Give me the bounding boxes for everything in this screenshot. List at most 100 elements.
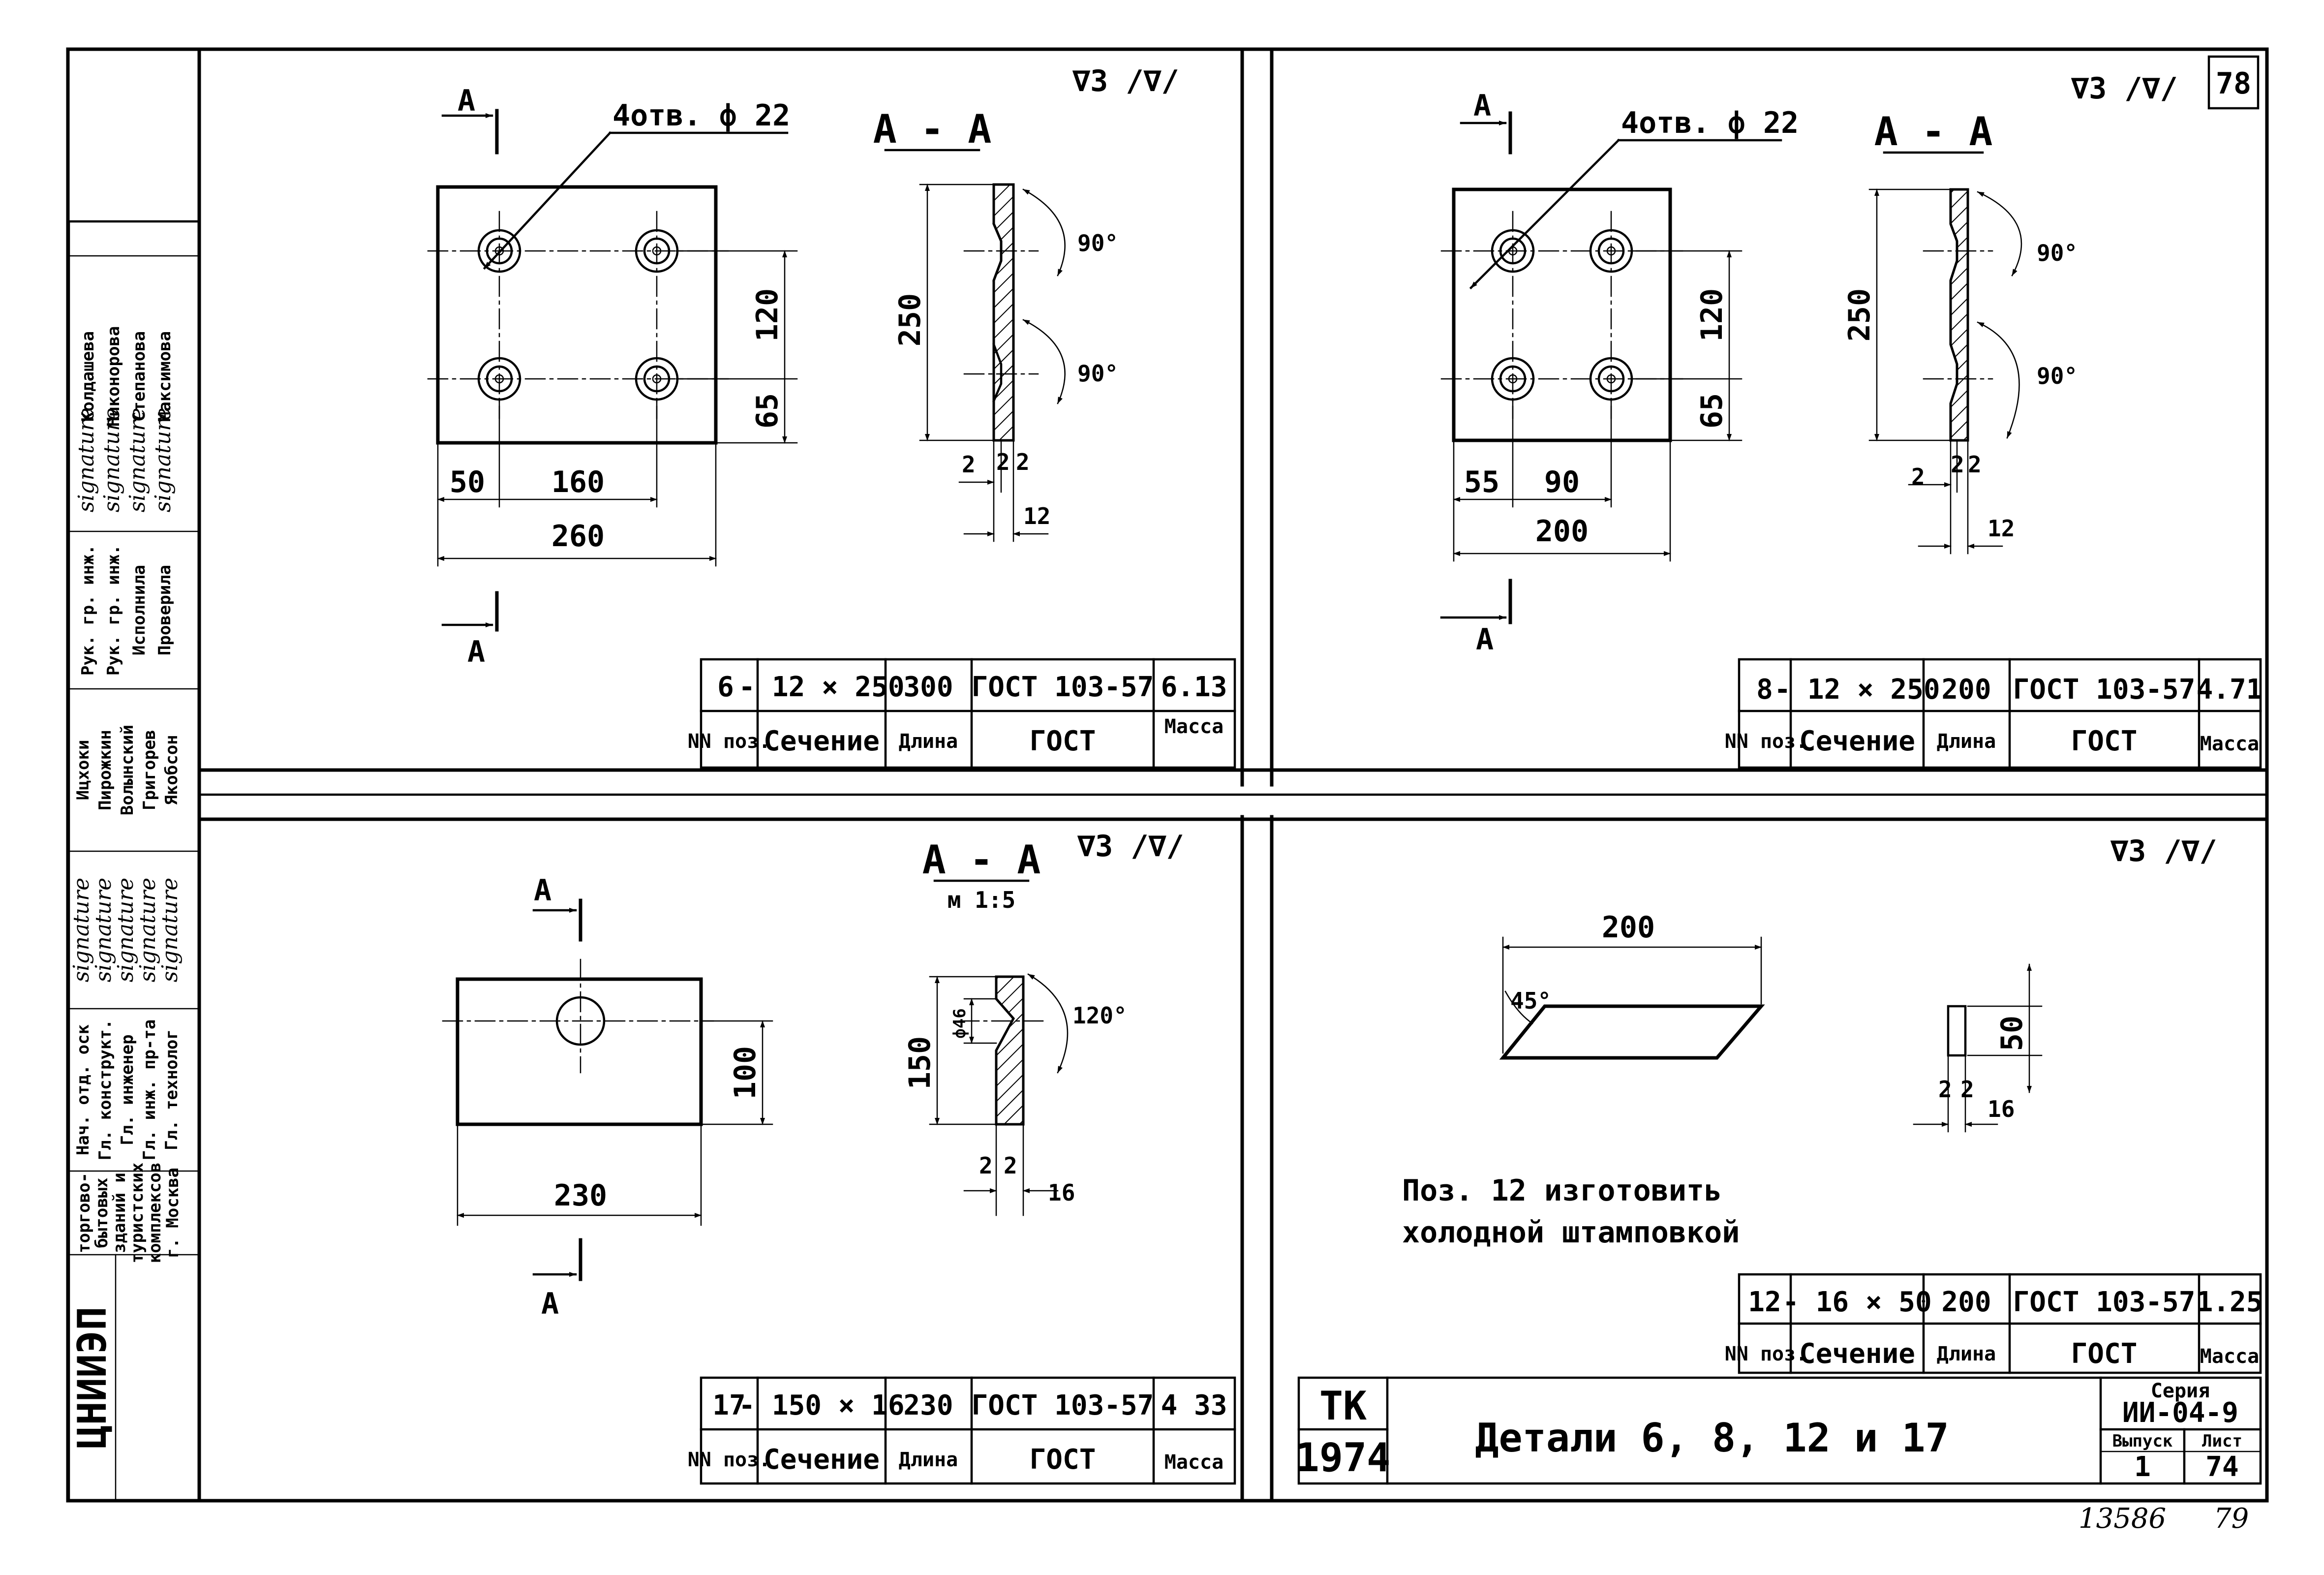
table-17-length: 230 [903, 1390, 953, 1421]
section-17-scale: м 1:5 [948, 887, 1015, 913]
series-value: ИИ-04-9 [2122, 1397, 2238, 1429]
table-6-header-gost: ГОСТ [1030, 725, 1096, 757]
dim-12-angle: 45° [1510, 988, 1551, 1014]
table-17-section: - 150 × 16 [738, 1390, 904, 1421]
org-line-6: г. Москва [163, 1168, 183, 1258]
signature-pirozhkin: signature [91, 878, 116, 982]
role-nach-otd: Нач. отд. оск [73, 1024, 93, 1155]
table-8-header-pos: NN поз. [1725, 730, 1808, 753]
role-ruk-gr-inzh-1: Рук. гр. инж. [78, 545, 98, 676]
org-line-3: зданий и [110, 1173, 129, 1253]
sheet-frame [66, 47, 2269, 1503]
table-8-section: - 12 × 250 [1774, 674, 1940, 706]
roughness-mark-d17: ∇3 /∇/ [1077, 829, 1184, 864]
note-12-line-2: холодной штамповкой [1402, 1215, 1740, 1250]
note-12-line-1: Поз. 12 изготовить [1402, 1174, 1722, 1208]
issue-value: 1 [2134, 1451, 2151, 1483]
section-6-angle-1: 90° [1077, 230, 1118, 256]
section-8-angle-1: 90° [2037, 240, 2078, 266]
spec-table-6: 6 - 12 × 250 300 ГОСТ 103-57 6.13 NN поз… [688, 658, 1236, 769]
dim-12-length: 200 [1602, 910, 1655, 945]
table-12-pos: 12 [1748, 1286, 1781, 1318]
name-yakobson: Якобсон [162, 735, 182, 805]
title-tk: ТК [1319, 1383, 1367, 1429]
sheet-number: 78 [2216, 66, 2251, 101]
section-8-chamfer-a: 2 [1911, 463, 1925, 490]
signature-grigorev: signature [135, 878, 160, 982]
name-nikonorova: Никонорова [104, 326, 123, 427]
title-main: Детали 6, 8, 12 и 17 [1475, 1415, 1949, 1461]
dim-12-thickness: 16 [1988, 1096, 2015, 1122]
dim-12-chamfer-a: 2 [1938, 1076, 1952, 1103]
table-6-header-pos: NN поз. [688, 730, 771, 753]
section-8-chamfer-c: 2 [1968, 451, 1982, 478]
section-17-chamfer-b: 2 [1004, 1152, 1017, 1179]
cut-letter-17-top: А [534, 873, 551, 908]
table-6-gost: ГОСТ 103-57 [972, 671, 1154, 703]
dim-8-spacing-h: 90 [1544, 465, 1580, 499]
series-label: Серия [2151, 1380, 2210, 1402]
table-12-mass: 1.25 [2197, 1286, 2263, 1318]
table-6-mass: 6.13 [1161, 671, 1227, 703]
cut-letter-17-bottom: А [541, 1287, 559, 1321]
table-6-section: - 12 × 250 [738, 671, 904, 703]
section-8: А - А 90° 90° 250 2 2 2 12 [1842, 109, 2078, 555]
blank-12 [1499, 1004, 1765, 1060]
table-8-mass: 4.71 [2197, 674, 2263, 706]
detail-8: 4отв. ф 22 А А 55 90 200 120 65 [1440, 89, 1799, 657]
spec-table-8: 8 - 12 × 250 200 ГОСТ 103-57 4.71 NN поз… [1725, 658, 2263, 769]
table-6-length: 300 [903, 671, 953, 703]
side-stamp [67, 220, 201, 1502]
section-17: А - А м 1:5 120° 150 ф46 2 2 16 [903, 837, 1127, 1216]
hole-8-1 [1491, 229, 1535, 273]
signature-volynsky: signature [113, 878, 138, 982]
section-17-chamfer-a: 2 [979, 1152, 993, 1179]
detail-6: 4отв. ф 22 А А 50 160 260 120 65 [427, 84, 798, 669]
table-17-header-section: Сечение [764, 1444, 880, 1476]
signature-itskhoki: signature [69, 878, 94, 982]
signature-yakobson: signature [157, 878, 183, 982]
name-koldasheva: Колдашева [78, 331, 98, 422]
hole-6-1 [477, 229, 521, 273]
role-gl-inzhener: Гл. инженер [118, 1034, 137, 1145]
plate-8 [1452, 187, 1672, 442]
section-6: А - А 90° 90° 250 2 2 2 12 [873, 106, 1118, 542]
holes-note-6: 4отв. ф 22 [612, 98, 790, 133]
section-8-chamfer-b: 2 [1951, 451, 1964, 478]
section-6-chamfer-a: 2 [962, 451, 976, 478]
org-line-2: бытовых [92, 1177, 112, 1248]
section-title-17: А - А [922, 837, 1041, 883]
org-block: торгово- бытовых зданий и туристских ком… [69, 1163, 183, 1449]
archive-number: 13586 [2079, 1503, 2166, 1535]
roughness-mark-d12: ∇3 /∇/ [2110, 834, 2217, 868]
table-8-header-mass: Масса [2200, 733, 2259, 755]
table-12-gost: ГОСТ 103-57 [2013, 1286, 2196, 1318]
cut-letter-6-top: А [458, 84, 475, 118]
role-gl-tekhnolog: Гл. технолог [162, 1029, 182, 1150]
cut-letter-8-top: А [1473, 89, 1491, 123]
section-12 [1947, 1005, 1967, 1057]
dim-6-bottom: 65 [750, 393, 785, 429]
table-12-header-gost: ГОСТ [2071, 1338, 2138, 1370]
section-8-height: 250 [1842, 288, 1877, 341]
section-17-angle: 120° [1072, 1002, 1127, 1029]
dim-6-spacing-h: 160 [551, 465, 605, 499]
signature-nikonorova: signature [99, 408, 124, 512]
name-grigorev: Григорев [140, 730, 159, 810]
cut-letter-6-bottom: А [467, 635, 485, 669]
section-title-8: А - А [1874, 109, 1993, 154]
org-line-5: комплексов [145, 1163, 165, 1264]
section-6-chamfer-c: 2 [1016, 449, 1030, 475]
table-12-header-pos: NN поз. [1725, 1343, 1808, 1365]
side-stamp-names-bottom: Ицхоки Пирожкин Волынский Григорев Якобс… [69, 725, 183, 1160]
detail-12: 200 45° 50 2 2 16 Поз. 12 изготовить хол… [1402, 910, 2043, 1250]
table-17-header-pos: NN поз. [688, 1449, 771, 1471]
table-8-pos: 8 [1756, 674, 1773, 706]
table-8-header-length: Длина [1937, 730, 1996, 753]
org-logo: ЦНИИЭП [69, 1307, 115, 1449]
dim-8-spacing-v: 120 [1695, 288, 1729, 341]
table-17-gost: ГОСТ 103-57 [972, 1390, 1154, 1421]
section-6-thickness: 12 [1023, 503, 1050, 529]
cut-letter-8-bottom: А [1476, 622, 1494, 657]
side-stamp-names-top: Колдашева Никонорова Степанова Максимова… [74, 326, 176, 676]
